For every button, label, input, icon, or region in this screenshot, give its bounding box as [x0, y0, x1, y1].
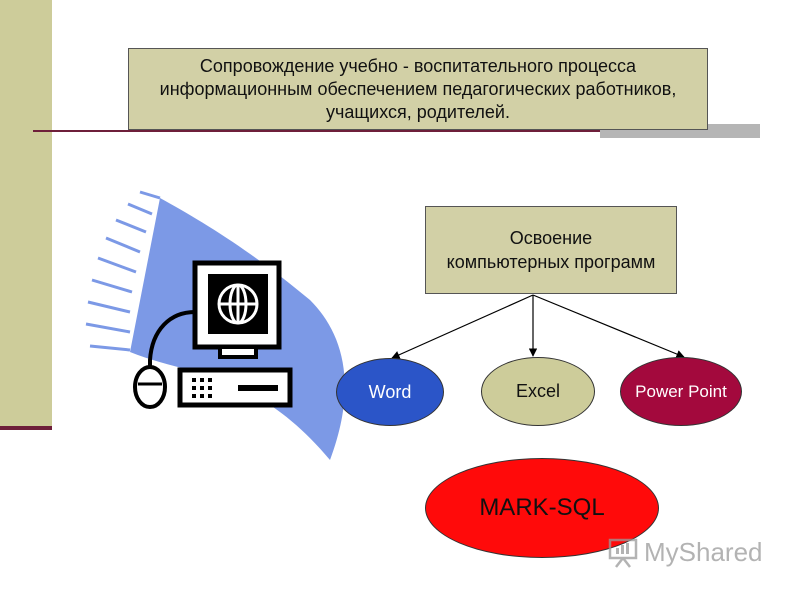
watermark-text: MyShared [644, 536, 763, 567]
excel-label: Excel [515, 381, 560, 401]
title-line-2: информационным обеспечением педагогическ… [159, 78, 677, 99]
marksql-node: MARK-SQL [425, 458, 659, 558]
title-line-1: Сопровождение учебно - воспитательного п… [199, 55, 637, 76]
excel-node: Excel [481, 357, 595, 426]
process-line-1: Освоение [509, 228, 593, 248]
title-box: Сопровождение учебно - воспитательного п… [128, 48, 708, 130]
word-node: Word [336, 358, 444, 426]
computer-globe-icon [85, 190, 345, 460]
word-label: Word [368, 381, 412, 402]
powerpoint-node: Power Point [620, 357, 742, 426]
arrow-to-word [391, 294, 534, 359]
marksql-label: MARK-SQL [479, 494, 605, 521]
presentation-board-icon [608, 538, 638, 568]
left-decor-bar [0, 0, 52, 428]
powerpoint-label: Power Point [635, 381, 727, 401]
title-text: Сопровождение учебно - воспитательного п… [160, 55, 677, 124]
watermark: MyShared [608, 536, 763, 568]
left-decor-underline [0, 426, 52, 430]
arrow-to-powerpoint [532, 294, 685, 359]
title-line-3: учащихся, родителей. [325, 101, 510, 122]
process-box: Освоение компьютерных программ [425, 206, 677, 294]
process-line-2: компьютерных программ [446, 252, 656, 272]
title-rule [33, 130, 600, 132]
